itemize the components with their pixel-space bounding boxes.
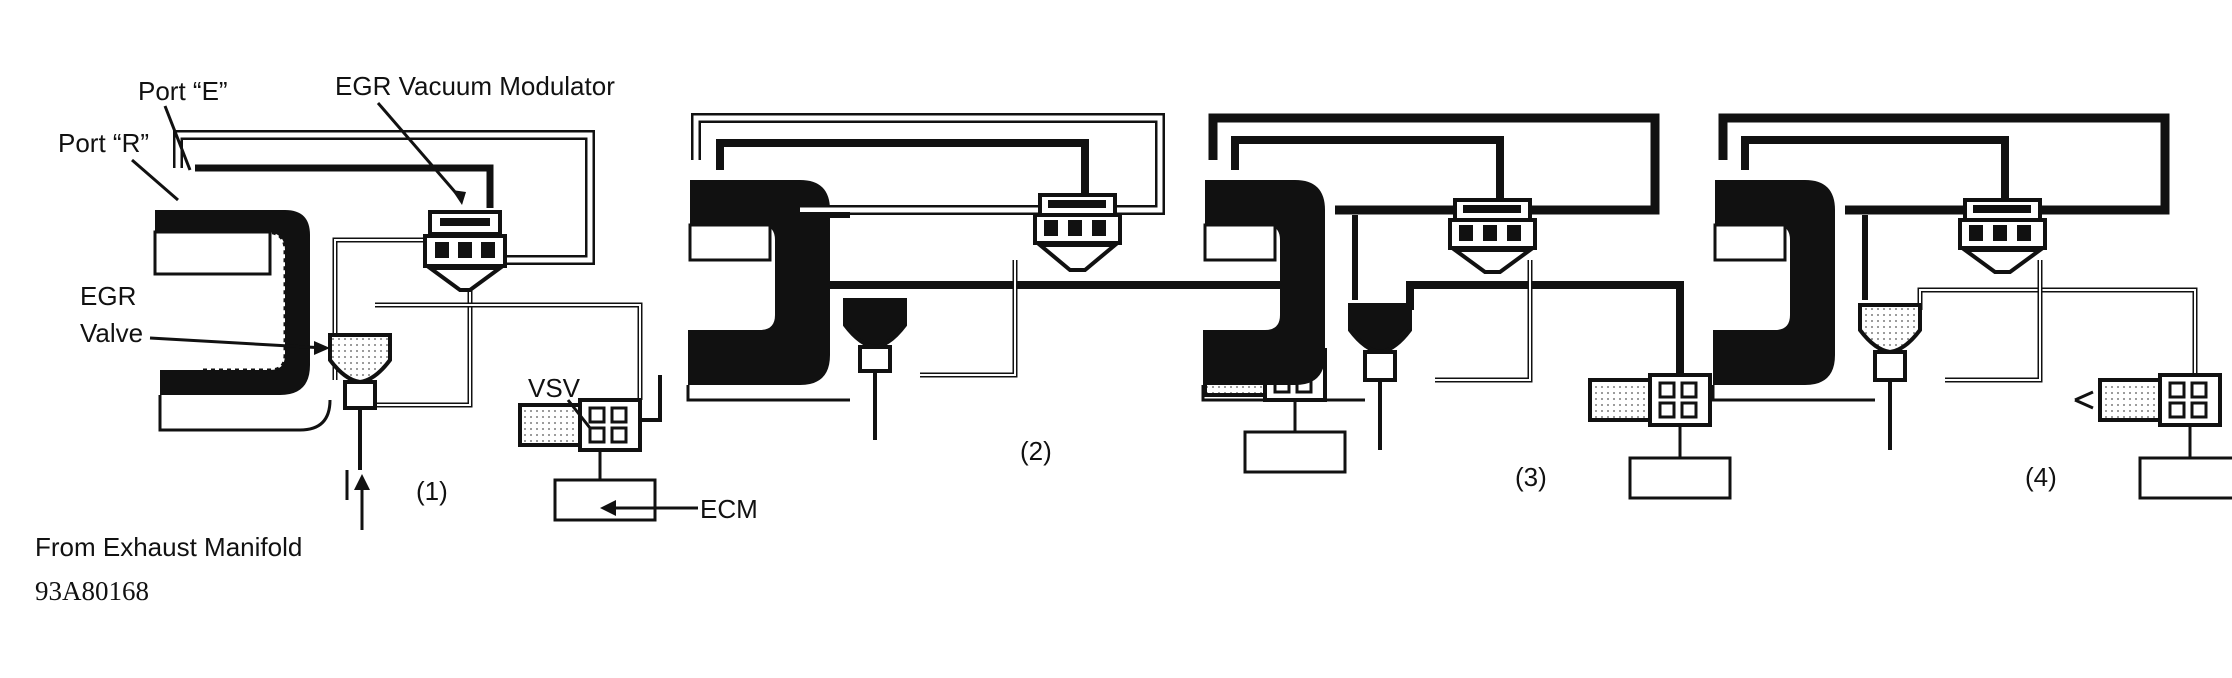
ecm-label: ECM — [700, 494, 758, 524]
egr-vacuum-modulator-label: EGR Vacuum Modulator — [335, 71, 615, 101]
panel-2: (2) — [686, 113, 1347, 474]
egr-valve-label-2: Valve — [80, 318, 143, 348]
egr-valve — [1858, 303, 1922, 450]
ecm-box — [2138, 456, 2232, 500]
figure-code: 93A80168 — [35, 576, 149, 606]
intake-manifold — [1711, 180, 1875, 402]
port-e-label: Port “E” — [138, 76, 228, 106]
vsv — [2074, 373, 2222, 458]
vsv — [1588, 373, 1712, 458]
intake-manifold — [686, 180, 850, 402]
intake-manifold — [153, 210, 332, 432]
intake-manifold — [1201, 180, 1365, 402]
from-exhaust-manifold-label: From Exhaust Manifold — [35, 532, 302, 562]
egr-vacuum-modulator — [1448, 198, 1537, 274]
panel-number: (1) — [416, 476, 448, 506]
panel-number: (2) — [1020, 436, 1052, 466]
egr-vacuum-modulator — [1033, 193, 1122, 272]
panel-3: (3) — [1201, 113, 1732, 500]
egr-valve — [843, 298, 907, 440]
port-r-label: Port “R” — [58, 128, 149, 158]
egr-valve — [328, 333, 392, 500]
egr-vacuum-modulator — [1958, 198, 2047, 274]
panel-number: (3) — [1515, 462, 1547, 492]
ecm-box — [553, 478, 657, 522]
egr-valve — [1348, 303, 1412, 450]
vsv — [518, 398, 642, 480]
egr-valve-label-1: EGR — [80, 281, 136, 311]
panel-1: Port “E” Port “R” EGR Vacuum Modulator E… — [35, 71, 758, 562]
panel-4: (4) — [1711, 113, 2232, 500]
vacuum-hoses — [1208, 113, 1684, 399]
egr-vacuum-modulator — [423, 210, 507, 292]
panel-number: (4) — [2025, 462, 2057, 492]
vacuum-hoses — [1718, 113, 2198, 393]
ecm-box — [1243, 430, 1347, 474]
vsv-label: VSV — [528, 373, 581, 403]
ecm-box — [1628, 456, 1732, 500]
